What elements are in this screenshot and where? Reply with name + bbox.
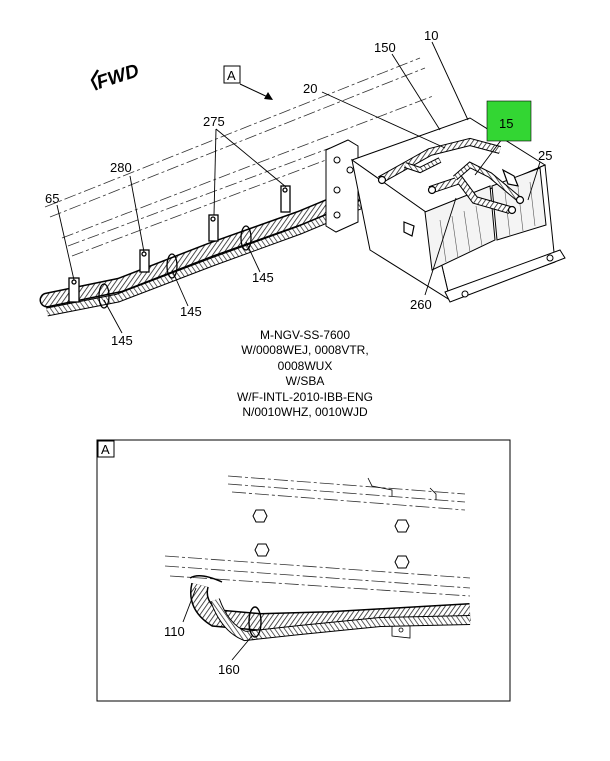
callout-25: 25: [538, 148, 552, 163]
fwd-arrow-icon: [90, 69, 100, 91]
detail-view-a: A: [96, 439, 511, 702]
detail-frame: [96, 439, 511, 702]
detail-upper-rail: [227, 475, 466, 511]
model-caption: M-NGV-SS-7600 W/0008WEJ, 0008VTR, 0008WU…: [0, 328, 610, 420]
callout-145-a: 145: [111, 333, 133, 348]
leader-lines: [56, 41, 541, 334]
callout-20: 20: [303, 81, 317, 96]
caption-line-4: W/SBA: [285, 374, 325, 389]
callout-145-b: 145: [180, 304, 202, 319]
callout-145-c: 145: [252, 270, 274, 285]
detail-leaders: [182, 587, 253, 661]
callout-280: 280: [110, 160, 132, 175]
detail-bolts: [252, 509, 410, 569]
callout-10: 10: [424, 28, 438, 43]
battery-hatching: [439, 181, 536, 263]
callout-275: 275: [203, 114, 225, 129]
detail-callouts: 110 160: [164, 624, 240, 677]
callout-110: 110: [164, 624, 185, 639]
harness-clips: [68, 185, 291, 309]
callout-150: 150: [374, 40, 396, 55]
callout-15: 15: [499, 116, 513, 131]
callout-160: 160: [218, 662, 240, 677]
view-arrow-icon: [264, 92, 273, 100]
view-a-tag: A: [227, 68, 236, 83]
caption-line-1: M-NGV-SS-7600: [259, 328, 351, 342]
callout-260: 260: [410, 297, 432, 312]
caption-line-2: W/0008WEJ, 0008VTR,: [241, 343, 369, 358]
detail-view-tag: A: [101, 442, 110, 457]
callout-65: 65: [45, 191, 59, 206]
callout-15-highlight: [486, 100, 532, 142]
view-a-indicator: A: [223, 65, 273, 100]
top-callouts: 150 10 20 15 25 275 280 65 145 145 145 2…: [45, 28, 552, 348]
caption-line-3: 0008WUX: [277, 358, 333, 373]
frame-rail: [44, 57, 434, 257]
caption-line-5: W/F-INTL-2010-IBB-ENG: [236, 389, 374, 404]
top-view: FWD A: [39, 28, 566, 348]
fwd-indicator: FWD: [90, 60, 142, 94]
caption-line-6: N/0010WHZ, 0010WJD: [242, 405, 368, 420]
detail-harness: [189, 575, 471, 642]
battery-cables: [377, 137, 525, 237]
fwd-label: FWD: [94, 60, 142, 93]
